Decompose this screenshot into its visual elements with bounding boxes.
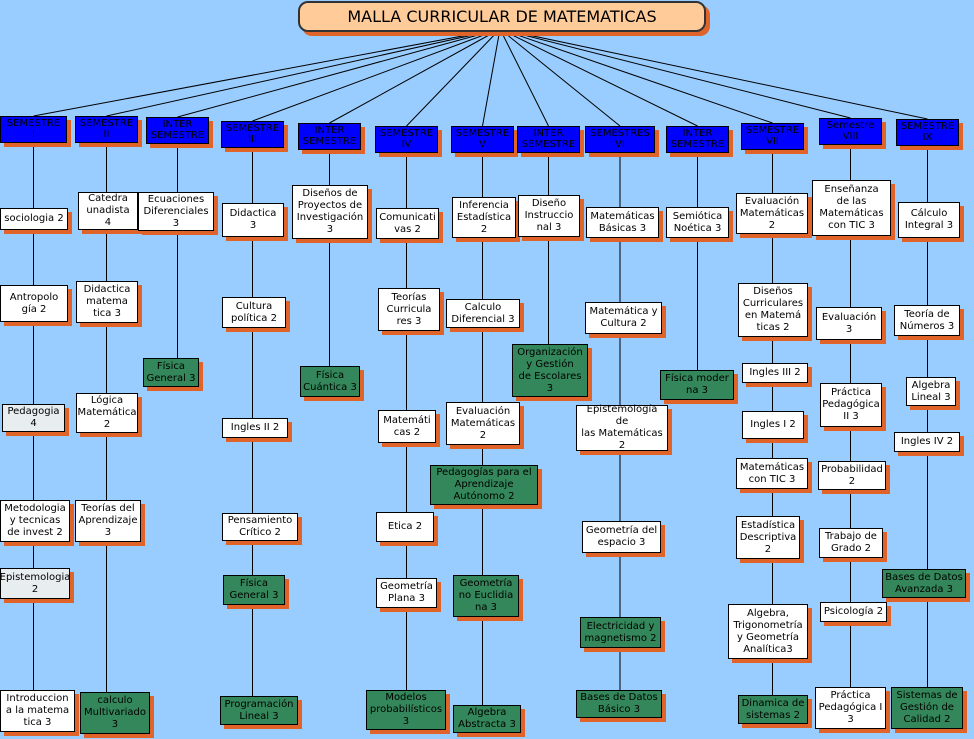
course-box: Algebra, Trigonometría y Geometría Analí… bbox=[728, 604, 808, 659]
course-box: Catedra unadista 4 bbox=[78, 192, 138, 230]
course-box: Cultura política 2 bbox=[222, 297, 286, 328]
title-connector bbox=[33, 28, 501, 117]
course-box: Geometría del espacio 3 bbox=[582, 521, 661, 553]
semester-header: SEMESTRE I bbox=[0, 116, 67, 143]
semester-header: INTER SEMESTRE bbox=[298, 123, 361, 150]
course-box-highlighted: Bases de Datos Básico 3 bbox=[576, 690, 662, 718]
course-box: Evaluación 3 bbox=[816, 307, 882, 340]
course-box: Diseños Curriculares en Matemá ticas 2 bbox=[738, 283, 808, 337]
course-box: Comunicati vas 2 bbox=[376, 208, 439, 239]
semester-header: SEMESTRES VI bbox=[585, 126, 655, 153]
course-box: Teorías del Aprendizaje 3 bbox=[75, 500, 141, 542]
title-connector bbox=[252, 28, 501, 122]
course-box: Ingles I 2 bbox=[742, 411, 804, 439]
course-box: Cálculo Integral 3 bbox=[898, 202, 960, 238]
course-box-highlighted: Pedagogías para el Aprendizaje Autónomo … bbox=[430, 465, 538, 505]
course-box: Teoría de Números 3 bbox=[894, 305, 960, 336]
course-box: Matemáticas Básicas 3 bbox=[586, 207, 659, 238]
course-box: Trabajo de Grado 2 bbox=[819, 528, 883, 558]
course-box: Matemáticas con TIC 3 bbox=[736, 458, 808, 489]
title-connector bbox=[329, 28, 501, 124]
course-box: Geometría Plana 3 bbox=[376, 578, 437, 608]
title-connector bbox=[499, 28, 549, 127]
course-box: Ingles IV 2 bbox=[894, 432, 960, 452]
course-box-highlighted: Física Cuántica 3 bbox=[300, 366, 360, 397]
title-connector bbox=[499, 28, 773, 124]
course-box: Teorías Curricula res 3 bbox=[378, 288, 440, 331]
semester-header: INTER SEMESTRE bbox=[666, 126, 729, 153]
title-connector bbox=[406, 28, 501, 127]
course-box: Pedagogia 4 bbox=[2, 404, 65, 432]
course-box: Diseño Instruccio nal 3 bbox=[518, 195, 580, 237]
course-box-highlighted: Algebra Abstracta 3 bbox=[453, 705, 521, 733]
semester-header: SEMESTRE V bbox=[451, 126, 514, 153]
course-box-highlighted: Física General 3 bbox=[223, 575, 285, 605]
course-box: Metodologia y tecnicas de invest 2 bbox=[0, 500, 70, 542]
semester-header: INTER SEMESTRE bbox=[517, 126, 580, 153]
course-box: Inferencia Estadística 2 bbox=[452, 197, 516, 238]
course-box: Epistemología de las Matemáticas 2 bbox=[576, 404, 668, 451]
course-box: Diseños de Proyectos de Investigación 3 bbox=[292, 185, 368, 239]
semester-header: SEMESTRE III bbox=[221, 121, 284, 148]
title-connector bbox=[106, 28, 501, 117]
course-box: Práctica Pedagógica I 3 bbox=[815, 687, 886, 729]
course-box: Introduccion a la matema tica 3 bbox=[0, 690, 75, 732]
course-box: Matemática y Cultura 2 bbox=[585, 302, 662, 334]
semester-header: Semestre VIII bbox=[819, 118, 882, 145]
course-box: Pensamiento Crítico 2 bbox=[222, 513, 298, 541]
course-box: Ecuaciones Diferenciales 3 bbox=[138, 192, 214, 231]
semester-header: SEMESTRE VII bbox=[741, 123, 804, 150]
title-connector bbox=[482, 28, 501, 127]
semester-header: SEMESTRE IX bbox=[896, 119, 959, 146]
course-box-highlighted: Programación Lineal 3 bbox=[220, 696, 298, 725]
course-box-highlighted: Dinamica de sistemas 2 bbox=[738, 695, 808, 724]
course-box-highlighted: calculo Multivariado 3 bbox=[80, 692, 150, 734]
course-box: Semiótica Noética 3 bbox=[666, 207, 729, 238]
course-box: Psicología 2 bbox=[820, 602, 887, 622]
course-box: Ingles III 2 bbox=[742, 363, 808, 383]
course-box-highlighted: Física moder na 3 bbox=[660, 370, 734, 400]
semester-header: INTER SEMESTRE bbox=[146, 117, 209, 144]
course-box-highlighted: Organización y Gestión de Escolares 3 bbox=[512, 344, 588, 397]
title-connector bbox=[499, 28, 621, 127]
course-box: Algebra Lineal 3 bbox=[906, 377, 956, 406]
course-box: Evaluación Matemáticas 2 bbox=[736, 193, 808, 234]
course-box-highlighted: Geometría no Euclidia na 3 bbox=[453, 575, 519, 617]
course-box: Probabilidad 2 bbox=[818, 461, 886, 490]
course-box: Ingles II 2 bbox=[222, 418, 288, 438]
title-connector bbox=[499, 28, 851, 119]
course-box: Antropolo gía 2 bbox=[0, 285, 68, 322]
semester-header: SEMESTRE II bbox=[75, 116, 138, 143]
course-box: Lógica Matemática 2 bbox=[76, 393, 138, 433]
course-box-highlighted: Electricidad y magnetismo 2 bbox=[580, 617, 661, 648]
title-connector bbox=[499, 28, 698, 127]
course-box-highlighted: Bases de Datos Avanzada 3 bbox=[882, 569, 966, 598]
course-box: Epistemologia 2 bbox=[0, 568, 70, 599]
title-connector bbox=[499, 28, 928, 120]
course-box: Etica 2 bbox=[376, 512, 434, 542]
course-box: sociologia 2 bbox=[0, 208, 68, 230]
title-connector bbox=[177, 28, 501, 118]
semester-header: SEMESTRE IV bbox=[375, 126, 438, 153]
course-box: Calculo Diferencial 3 bbox=[446, 299, 520, 328]
course-box: Práctica Pedagógica II 3 bbox=[820, 383, 882, 427]
course-box: Matemáti cas 2 bbox=[378, 410, 436, 443]
course-box-highlighted: Sistemas de Gestión de Calidad 2 bbox=[891, 687, 963, 729]
course-box: Evaluación Matemáticas 2 bbox=[446, 402, 520, 445]
course-box: Didactica matema tica 3 bbox=[76, 281, 138, 323]
course-box: Estadística Descriptiva 2 bbox=[736, 516, 800, 559]
page-title: MALLA CURRICULAR DE MATEMATICAS bbox=[298, 1, 706, 32]
course-box: Enseñanza de las Matemáticas con TIC 3 bbox=[812, 180, 891, 236]
course-box: Didactica 3 bbox=[222, 203, 284, 237]
course-box-highlighted: Modelos probabilísticos 3 bbox=[366, 690, 446, 730]
course-box-highlighted: Física General 3 bbox=[143, 358, 199, 387]
